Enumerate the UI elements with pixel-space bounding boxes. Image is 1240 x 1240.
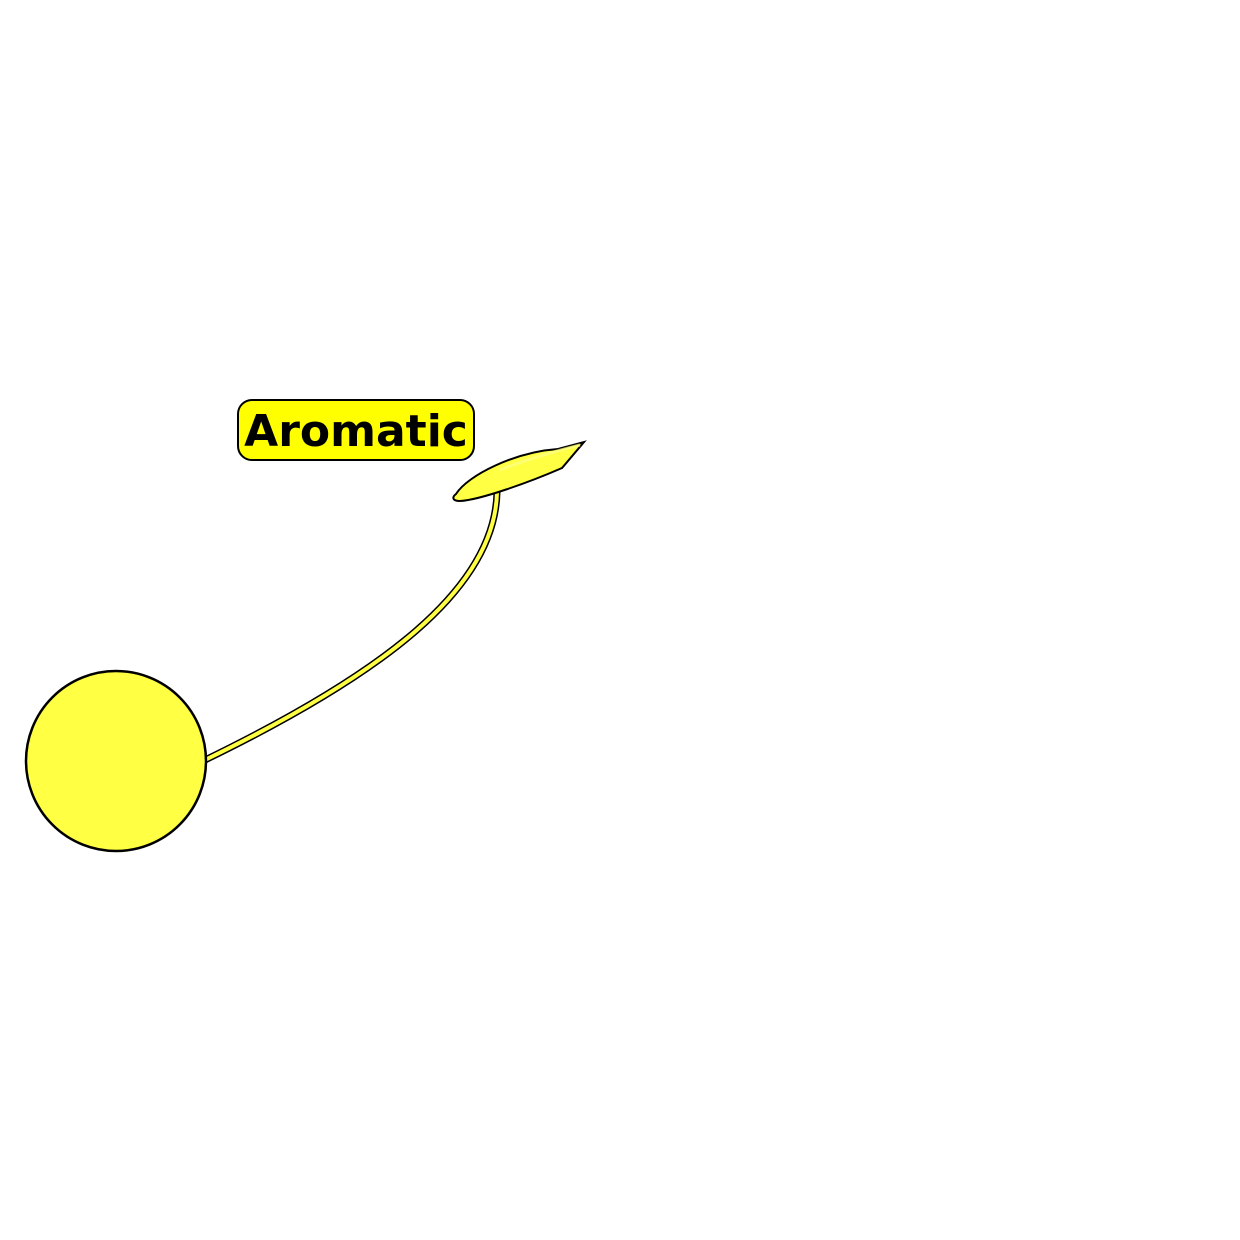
leaf-marker [452, 440, 587, 503]
connector-stem [201, 488, 501, 764]
label-box [237, 399, 475, 461]
root-node-circle [24, 669, 208, 853]
aromatic-label: Aromatic [237, 399, 475, 461]
label-text: Aromatic [244, 406, 468, 457]
